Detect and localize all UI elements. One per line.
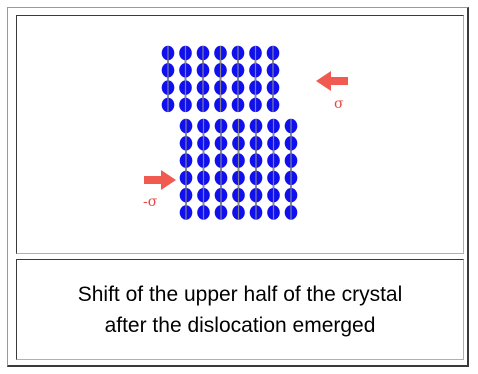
caption-line-2: after the dislocation emerged [104,313,376,337]
stress-arrow-top [316,71,348,91]
caption-panel: Shift of the upper half of the crystal a… [16,259,464,360]
stress-arrow-bottom [144,170,176,190]
caption-line-1: Shift of the upper half of the crystal [77,282,403,306]
figure-caption: Shift of the upper half of the crystal a… [25,279,455,341]
stress-label-top: σ [334,96,344,112]
stress-label-bottom: -σ [143,194,158,210]
crystal-lattice [161,45,298,220]
